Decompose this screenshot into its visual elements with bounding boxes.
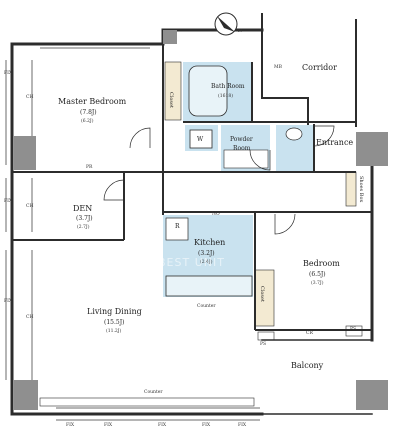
living-dining-sub: (11.2J) — [106, 329, 122, 334]
column-e — [356, 132, 388, 166]
bedroom-name: Bedroom — [303, 259, 340, 268]
fix-label-south-3: FIX — [158, 423, 167, 428]
bathtub — [188, 65, 228, 117]
door-powder — [249, 149, 271, 171]
ch-label-1: CH — [26, 95, 34, 100]
bedroom-sub: (3.7J) — [311, 281, 324, 286]
door-den — [103, 179, 125, 201]
bath-room-size: (1618) — [218, 94, 233, 99]
corridor-wall — [261, 13, 309, 125]
ch-label-3: CH — [26, 315, 34, 320]
door-bedroom — [274, 213, 296, 235]
master-bedroom-size: (7.8J) — [80, 109, 97, 116]
den-name: DEN — [73, 204, 93, 213]
den-sub: (2.7J) — [77, 225, 90, 230]
living-counter-label: Counter — [144, 390, 163, 395]
compass-icon — [214, 12, 238, 36]
ps-box-left — [257, 331, 275, 341]
fridge — [165, 217, 189, 241]
pr-label: PR — [86, 165, 93, 170]
shoes-box-label: Shoes Box — [358, 176, 364, 203]
ps-box-right — [345, 325, 363, 337]
column-nw — [163, 30, 177, 44]
den-size: (3.7J) — [76, 215, 93, 222]
washer-box — [189, 129, 213, 149]
bedroom-closet-label: Closet — [259, 286, 265, 302]
door-master — [129, 127, 151, 149]
fix-label-west-1: FIX — [4, 71, 13, 76]
toilet — [285, 127, 303, 141]
kitchen-size: (3.2J) — [198, 250, 215, 257]
fix-label-south-4: FIX — [202, 423, 211, 428]
ps-left-label: PS — [260, 342, 267, 347]
column-se — [356, 380, 388, 410]
fix-label-south-5: FIX — [238, 423, 247, 428]
fix-label-west-2: FIX — [4, 199, 13, 204]
fix-label-west-3: FIX — [4, 299, 13, 304]
powder-room-line2: Room — [233, 145, 251, 152]
kitchen-counter-label: Counter — [197, 304, 216, 309]
door-entrance — [313, 125, 335, 147]
balcony-name: Balcony — [291, 361, 324, 370]
column-sw — [14, 380, 38, 410]
master-bedroom-sub: (6.2J) — [81, 119, 94, 124]
living-counter — [39, 397, 255, 407]
master-closet — [164, 61, 182, 121]
entrance-name: Entrance — [316, 138, 354, 147]
ps-right-label: PS — [350, 327, 357, 332]
fix-label-south-2: FIX — [104, 423, 113, 428]
kitchen-name: Kitchen — [194, 238, 226, 247]
shoes-box — [345, 171, 357, 207]
cr-label: CR — [306, 331, 313, 336]
w-label: W — [197, 136, 204, 143]
kitchen-sub: (2.4J) — [200, 260, 213, 265]
living-dining-name: Living Dining — [87, 307, 142, 316]
mb-label: MB — [274, 65, 282, 70]
ch-label-2: CH — [26, 204, 34, 209]
no-label: NO — [212, 212, 220, 217]
compass-north-label: N — [238, 29, 242, 34]
bath-room-name: Bath Room — [211, 83, 245, 90]
r-label: R — [175, 223, 180, 230]
kitchen-counter — [165, 275, 253, 297]
closet-label: Closet — [168, 92, 174, 108]
fix-label-south-1: FIX — [66, 423, 75, 428]
bedroom-size: (6.5J) — [309, 271, 326, 278]
sink-counter — [223, 149, 269, 169]
watermark: BEST UNIT — [158, 256, 225, 269]
master-bedroom-name: Master Bedroom — [58, 97, 127, 106]
living-dining-size: (15.5J) — [104, 319, 125, 326]
column-w — [14, 136, 36, 170]
corridor-name: Corridor — [302, 63, 337, 72]
powder-room-line1: Powder — [230, 136, 253, 143]
